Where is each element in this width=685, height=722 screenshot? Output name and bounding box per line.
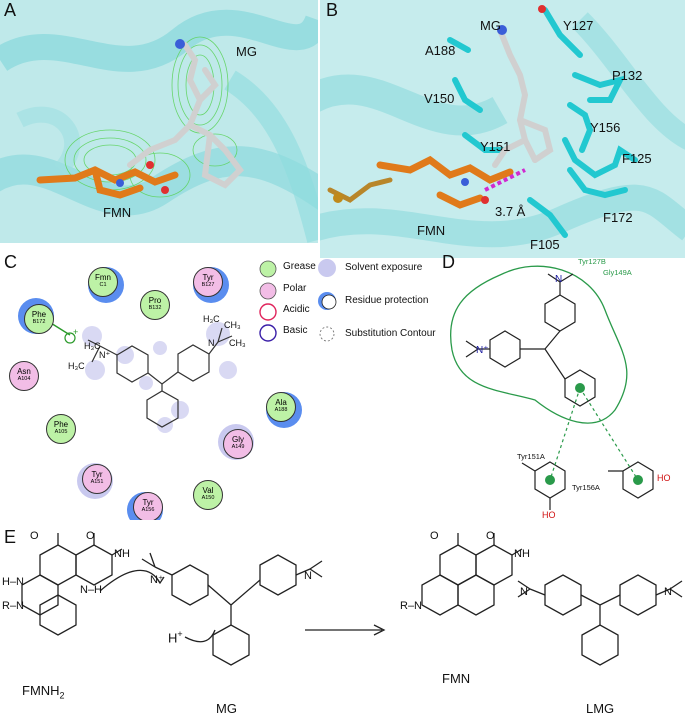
panel-d: N⁺ N D Tyr127B Gly149A Tyr151A Tyr156A H… bbox=[440, 250, 685, 525]
svg-text:N⁺: N⁺ bbox=[99, 350, 110, 360]
tyr156a-label: Tyr156A bbox=[572, 483, 600, 492]
panel-a: A MG FMN bbox=[0, 0, 318, 243]
tyr127b-label: Tyr127B bbox=[578, 257, 606, 266]
svg-text:O: O bbox=[430, 530, 439, 542]
legend-substitution-contour: Substitution Contour bbox=[345, 328, 436, 339]
f172-label: F172 bbox=[603, 210, 633, 225]
y127-label: Y127 bbox=[563, 18, 594, 33]
svg-text:N: N bbox=[664, 586, 672, 598]
svg-text:+: + bbox=[73, 327, 78, 337]
f105-label: F105 bbox=[530, 237, 560, 252]
hydroxyl-label: HO bbox=[657, 473, 671, 483]
y156-label: Y156 bbox=[590, 120, 621, 135]
fmnh2-label: FMNH2 bbox=[22, 683, 65, 701]
svg-text:O: O bbox=[86, 530, 95, 542]
svg-text:H₃C: H₃C bbox=[68, 361, 85, 371]
v150-label: V150 bbox=[424, 91, 455, 106]
legend-basic: Basic bbox=[283, 325, 308, 336]
svg-text:H₃C: H₃C bbox=[84, 341, 101, 351]
panel-b: B MG Y127 A188 P132 V150 Y156 Y151 F125 … bbox=[320, 0, 685, 258]
svg-text:CH₃: CH₃ bbox=[224, 320, 241, 330]
panel-d-interaction-diagram: N⁺ N bbox=[450, 265, 654, 510]
svg-text:N: N bbox=[304, 570, 312, 582]
fmn-label: FMN bbox=[442, 671, 471, 686]
mg-label: MG bbox=[216, 701, 237, 716]
panel-a-structure bbox=[0, 0, 318, 243]
svg-text:R–N: R–N bbox=[400, 600, 422, 612]
binding-contour bbox=[450, 265, 628, 424]
svg-text:N: N bbox=[520, 586, 528, 598]
svg-text:O: O bbox=[30, 530, 39, 542]
p132-label: P132 bbox=[612, 68, 643, 83]
legend-residue-protection: Residue protection bbox=[345, 295, 429, 306]
panel-c-ligand-diagram: + H₃C H₃C N⁺ CH₃ CH₃ N H₃C bbox=[45, 259, 337, 433]
legend-polar: Polar bbox=[283, 283, 307, 294]
svg-text:R–N: R–N bbox=[2, 600, 24, 612]
a188-label: A188 bbox=[425, 43, 456, 58]
legend-acidic: Acidic bbox=[283, 304, 310, 315]
h-plus-label: H+ bbox=[168, 629, 183, 646]
svg-text:N⁺: N⁺ bbox=[476, 345, 489, 356]
nitrogen-atom bbox=[175, 39, 185, 49]
svg-text:N: N bbox=[555, 274, 562, 285]
svg-text:NH: NH bbox=[114, 548, 130, 560]
svg-text:N: N bbox=[208, 338, 215, 348]
svg-text:H–N: H–N bbox=[2, 576, 24, 588]
panel-e-reaction-scheme: O O NH H–N R–N N–H N⁺ N O O NH R–N N N bbox=[2, 530, 683, 666]
hydroxyl-label-2: HO bbox=[542, 510, 556, 520]
svg-text:O: O bbox=[486, 530, 495, 542]
legend-solvent-exposure: Solvent exposure bbox=[345, 262, 423, 273]
mg-label: MG bbox=[480, 18, 501, 33]
panel-b-structure bbox=[320, 0, 685, 258]
svg-text:NH: NH bbox=[514, 548, 530, 560]
panel-b-label: B bbox=[326, 0, 339, 20]
panel-a-label: A bbox=[4, 0, 17, 20]
hydride-distance-line bbox=[484, 168, 526, 192]
gly149a-label: Gly149A bbox=[603, 268, 632, 277]
svg-text:N⁺: N⁺ bbox=[150, 574, 164, 586]
panel-e-label: E bbox=[4, 527, 17, 547]
distance-label: 3.7 Å bbox=[495, 204, 526, 219]
panel-e: O O NH H–N R–N N–H N⁺ N O O NH R–N N N E… bbox=[0, 525, 685, 722]
lmg-label: LMG bbox=[586, 701, 615, 716]
tyr151a-label: Tyr151A bbox=[517, 452, 545, 461]
panel-d-label: D bbox=[442, 252, 455, 272]
fmn-label: FMN bbox=[417, 223, 446, 238]
svg-text:N–H: N–H bbox=[80, 584, 102, 596]
legend-grease: Grease bbox=[283, 261, 316, 272]
f125-label: F125 bbox=[622, 151, 652, 166]
fmn-label: FMN bbox=[103, 205, 132, 220]
mg-label: MG bbox=[236, 44, 257, 59]
pi-stacking-lines bbox=[549, 387, 639, 481]
svg-text:H₃C: H₃C bbox=[203, 314, 220, 324]
svg-text:CH₃: CH₃ bbox=[229, 338, 246, 348]
panel-c-label: C bbox=[4, 252, 17, 272]
y151-label: Y151 bbox=[480, 139, 511, 154]
